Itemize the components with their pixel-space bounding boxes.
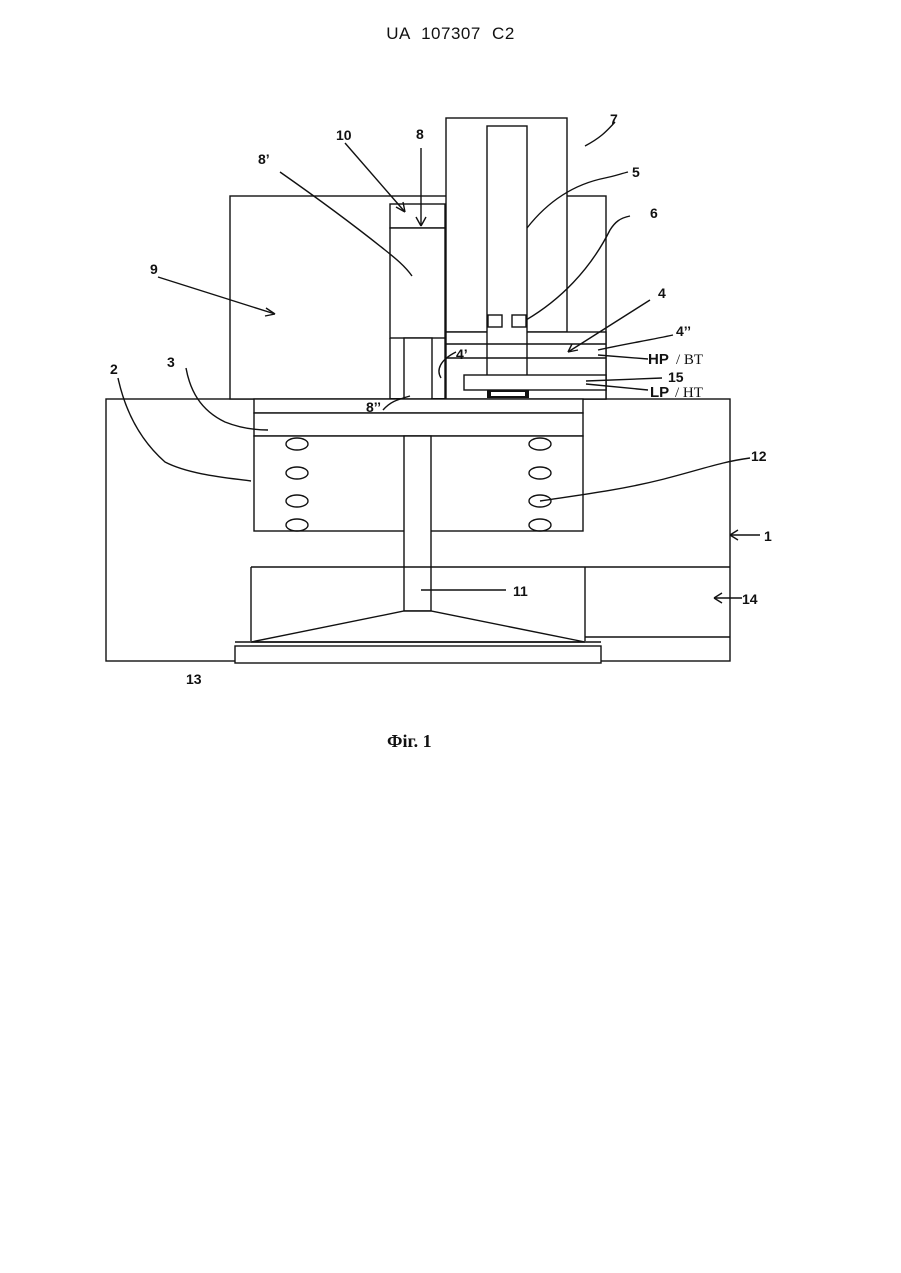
label-15: 15 (668, 369, 684, 385)
piston-3 (254, 413, 583, 436)
label-8pp: 8’’ (366, 399, 381, 415)
square-6a (488, 315, 502, 327)
label-4p: 4’ (456, 346, 468, 362)
label-5: 5 (632, 164, 640, 180)
label-1: 1 (764, 528, 772, 544)
valve-disc-13 (235, 646, 601, 663)
square-6b (512, 315, 526, 327)
piston-top (254, 399, 583, 413)
label-bt: / BT (676, 352, 703, 368)
label-9: 9 (150, 261, 158, 277)
label-lp: LP (650, 384, 669, 401)
label-4: 4 (658, 285, 666, 301)
label-6: 6 (650, 205, 658, 221)
label-hp: HP (648, 351, 669, 368)
label-4pp: 4’’ (676, 323, 691, 339)
label-14: 14 (742, 591, 758, 607)
label-10: 10 (336, 127, 352, 143)
label-8p: 8’ (258, 151, 270, 167)
label-7: 7 (610, 111, 618, 127)
label-2: 2 (110, 361, 118, 377)
leader-4pp (598, 335, 673, 350)
label-13: 13 (186, 671, 202, 687)
label-11: 11 (513, 583, 528, 599)
label-3: 3 (167, 354, 175, 370)
rod-5 (487, 126, 527, 377)
label-12: 12 (751, 448, 767, 464)
stem-upper (404, 338, 432, 399)
stem-11 (404, 436, 431, 611)
seal-inner (491, 392, 525, 396)
plate-15 (464, 375, 606, 390)
label-8: 8 (416, 126, 424, 142)
figure-caption: Фіг. 1 (387, 731, 432, 751)
block-8p (390, 228, 445, 338)
label-ht: / HT (675, 385, 703, 401)
